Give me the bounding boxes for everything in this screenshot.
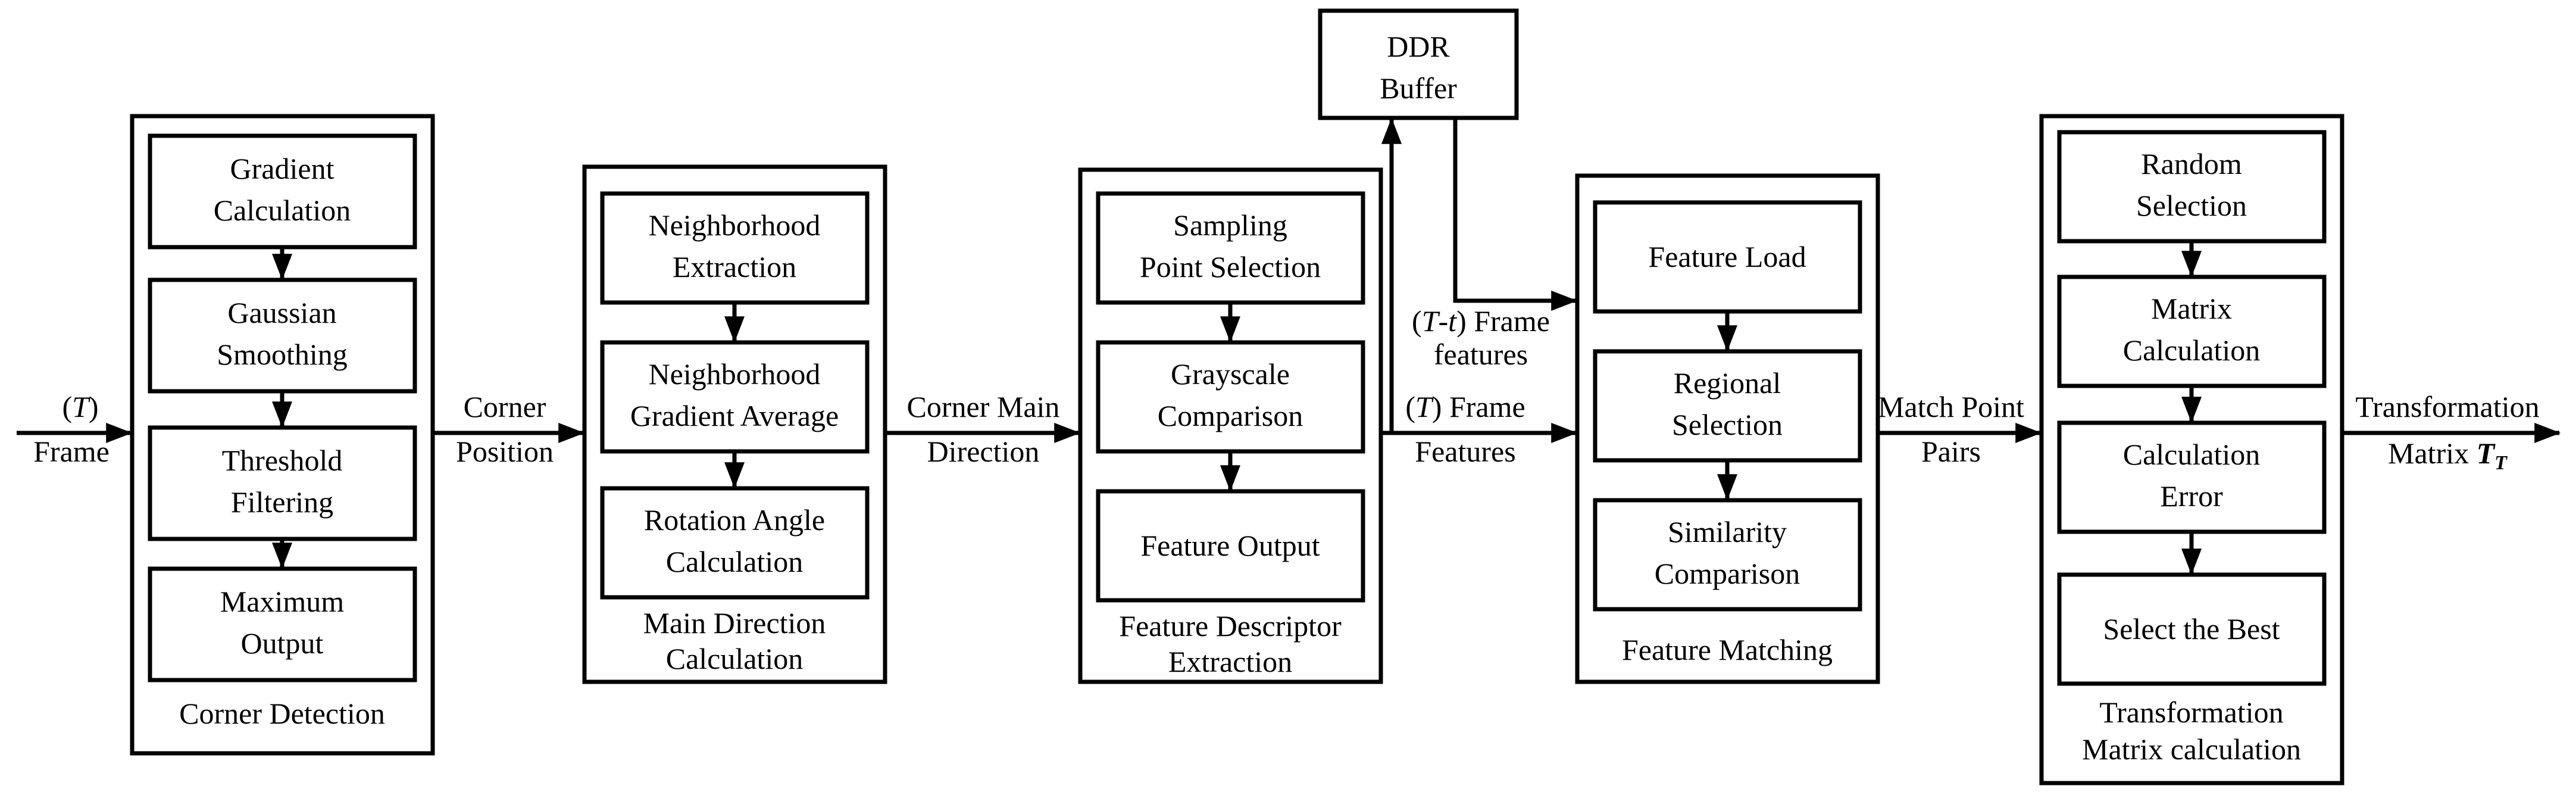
step-text: Maximum — [220, 585, 344, 618]
step-text: Rotation Angle — [644, 503, 825, 537]
ddr-buffer-box — [1318, 8, 1519, 120]
step-text: Output — [241, 626, 324, 660]
module-label: Feature Descriptor — [1119, 609, 1342, 643]
step-text: Point Selection — [1140, 250, 1321, 283]
step-text: Neighborhood — [649, 357, 821, 391]
edge-label-tt-frame: (T-t) Frame — [1412, 304, 1550, 338]
step-text: Regional — [1674, 366, 1781, 400]
step-text: Neighborhood — [649, 208, 821, 242]
step-similarity-comparison — [1593, 498, 1862, 612]
step-text: Feature Output — [1140, 529, 1320, 562]
edge-label-matrix: Matrix TT — [2388, 437, 2508, 474]
step-threshold-filtering — [148, 425, 417, 541]
module-feature-descriptor: Sampling Point Selection Grayscale Compa… — [1078, 167, 1383, 684]
module-corner-detection: Gradient Calculation Gaussian Smoothing … — [130, 114, 435, 756]
step-text: Calculation — [214, 194, 351, 227]
step-text: Random — [2141, 147, 2242, 180]
step-text: Error — [2160, 479, 2223, 513]
edge-label: Pairs — [1921, 435, 1981, 468]
module-feature-matching: Feature Load Regional Selection Similari… — [1575, 173, 1880, 684]
module-label: Feature Matching — [1622, 633, 1833, 666]
step-grayscale-comparison — [1096, 340, 1365, 454]
edge-label: Features — [1415, 435, 1515, 468]
input-frame-label: Frame — [33, 435, 110, 468]
step-text: Gradient Average — [630, 399, 839, 432]
step-text: Gaussian — [227, 296, 336, 329]
step-regional-selection — [1593, 349, 1862, 463]
step-text: Selection — [2136, 189, 2247, 222]
module-label: Matrix calculation — [2082, 732, 2301, 766]
module-label: Main Direction — [643, 606, 826, 640]
step-feature-output — [1096, 489, 1365, 603]
step-sampling-point-selection — [1096, 191, 1365, 305]
edge-label-t-frame: (T) Frame — [1405, 390, 1525, 423]
input-t-label: (T) — [62, 390, 98, 423]
module-label: Calculation — [666, 642, 804, 675]
step-text: Selection — [1672, 408, 1783, 441]
step-text: Comparison — [1158, 399, 1303, 432]
step-text: Similarity — [1668, 515, 1787, 548]
step-text: Gradient — [230, 152, 334, 185]
module-label: Extraction — [1168, 645, 1292, 678]
edge-label: Match Point — [1878, 390, 2024, 423]
step-maximum-output — [148, 566, 417, 682]
step-text: Smoothing — [217, 338, 347, 371]
step-text: Matrix — [2151, 292, 2232, 325]
step-text: Threshold — [222, 444, 343, 477]
ddr-text: Buffer — [1380, 71, 1457, 105]
step-text: Grayscale — [1171, 357, 1290, 391]
edge-label: Corner Main — [907, 390, 1060, 423]
step-gradient-calculation — [148, 133, 417, 250]
ddr-buffer: DDR Buffer — [1318, 8, 1519, 120]
step-text: Calculation — [666, 545, 804, 578]
module-label: Transformation — [2099, 696, 2283, 729]
edge-label: Position — [456, 435, 554, 468]
edge-label: features — [1434, 338, 1528, 371]
step-feature-load — [1593, 200, 1862, 314]
step-text: Calculation — [2123, 438, 2261, 471]
step-calculation-error — [2057, 420, 2327, 534]
edge-label: Transformation — [2355, 390, 2539, 423]
step-text: Select the Best — [2103, 612, 2280, 646]
step-text: Extraction — [673, 250, 796, 283]
edge-label: Corner — [464, 390, 546, 423]
step-text: Comparison — [1655, 557, 1800, 590]
step-rotation-angle-calculation — [600, 486, 870, 600]
ddr-text: DDR — [1387, 30, 1450, 63]
edge-label: Direction — [927, 435, 1040, 468]
step-text: Filtering — [231, 485, 333, 519]
step-text: Feature Load — [1648, 240, 1806, 273]
step-text: Calculation — [2123, 333, 2261, 367]
module-label: Corner Detection — [179, 697, 385, 730]
step-neighborhood-extraction — [600, 191, 870, 305]
step-matrix-calculation — [2057, 275, 2327, 388]
module-transformation-calc: Random Selection Matrix Calculation Calc… — [2039, 114, 2344, 785]
step-text: Sampling — [1173, 208, 1287, 242]
step-neighborhood-gradient-average — [600, 340, 870, 454]
from-ddr-arrow — [1453, 118, 1578, 311]
module-main-direction: Neighborhood Extraction Neighborhood Gra… — [582, 164, 887, 684]
